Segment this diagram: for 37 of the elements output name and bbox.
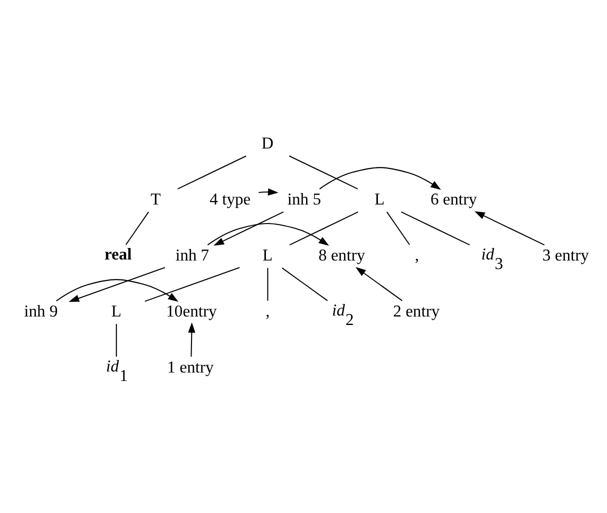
node-text: L (110, 301, 121, 320)
node-text: real (104, 244, 132, 264)
node-text: 6 entry (430, 189, 476, 208)
arrow (318, 167, 441, 190)
connector (176, 156, 246, 190)
arrow (56, 279, 178, 302)
node-text: , (414, 245, 419, 264)
connector (288, 156, 358, 190)
arrow (474, 211, 544, 246)
connector (281, 268, 328, 302)
connector (266, 268, 268, 301)
node-text: 4 type (209, 189, 250, 208)
node-text: inh 7 (174, 245, 209, 264)
node-text: L (374, 189, 384, 208)
node-text: 8 entry (318, 245, 365, 264)
arrow (206, 223, 329, 246)
connector (400, 212, 470, 246)
connector (115, 324, 116, 357)
node-text: 2 entry (392, 301, 440, 320)
node-text: , (265, 301, 270, 320)
node-text: L (262, 245, 272, 264)
node-text: 3 entry (542, 245, 588, 264)
node-text: 1 entry (166, 357, 214, 376)
connector (288, 212, 358, 246)
arrow (68, 267, 165, 302)
node-text: 10entry (166, 301, 216, 320)
node-text: inh 5 (286, 189, 321, 208)
connector (144, 267, 240, 302)
arrow (188, 322, 195, 357)
connector (124, 212, 148, 246)
arrow (213, 212, 284, 246)
node-text: T (150, 189, 160, 208)
node-text: D (261, 133, 273, 152)
node-text: inh 9 (24, 301, 58, 320)
arrow (354, 267, 402, 302)
connector (386, 212, 410, 246)
arrow (258, 188, 278, 196)
